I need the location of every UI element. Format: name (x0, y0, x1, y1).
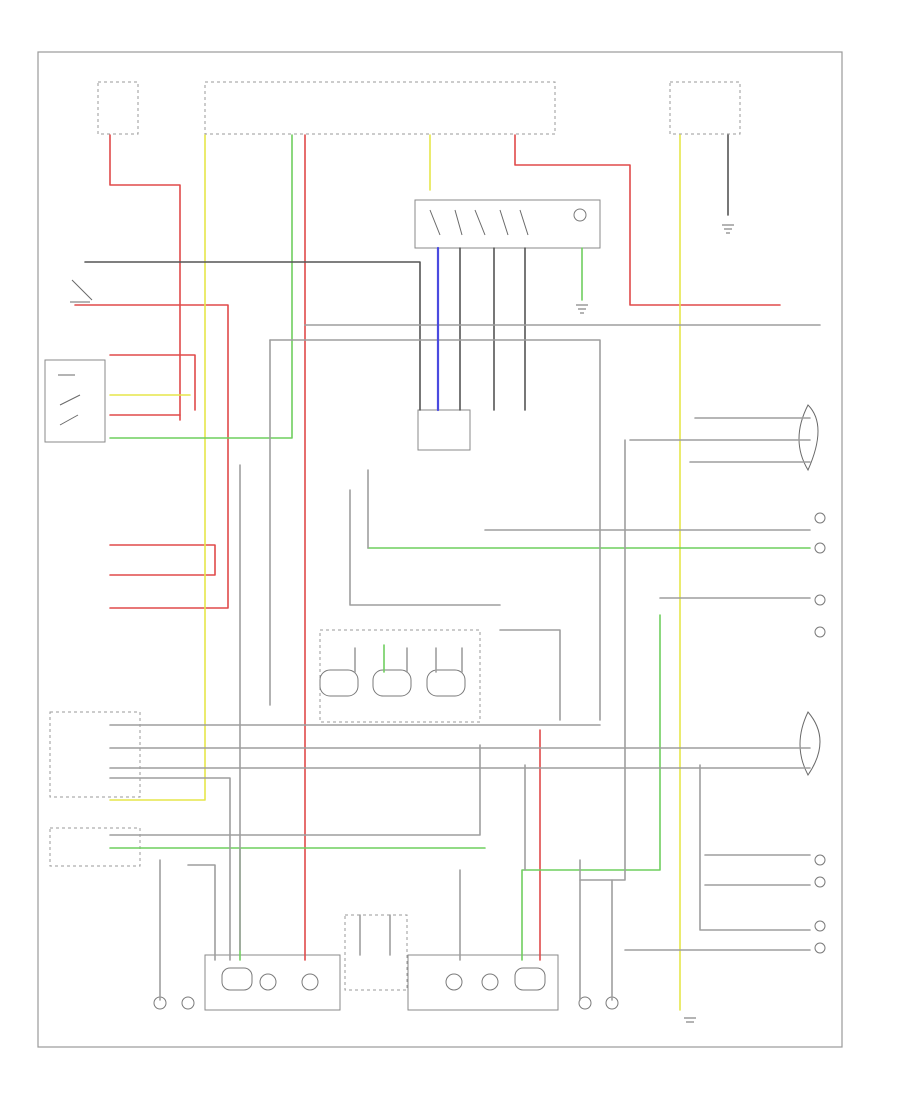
headlight-switch-contacts (58, 374, 81, 426)
turn-switch-box (49, 711, 141, 798)
side-marker-lamp-2 (372, 669, 412, 697)
hazard-switch-box (414, 199, 601, 249)
reverse-switch-icon (70, 279, 93, 303)
ground-wires (84, 134, 821, 1001)
ignition-wires (109, 134, 681, 1011)
license-lamp-box (344, 914, 408, 991)
diagram-frame (37, 51, 843, 1048)
hazard-flasher-box (49, 827, 141, 867)
relay-box-right (669, 81, 741, 135)
right-lamp-connectors (798, 404, 826, 954)
flasher-unit-box (417, 409, 471, 451)
power-wires (74, 134, 781, 961)
front-lamps (319, 629, 481, 723)
fuse-block-main (204, 81, 556, 135)
rear-lamp-assemblies (153, 914, 619, 1011)
hazard-switch-contacts (429, 208, 587, 236)
headlight-switch-box (44, 359, 106, 443)
fuse-block-left (97, 81, 139, 135)
side-marker-lamp-1 (319, 669, 359, 697)
side-marker-lamp-3 (426, 669, 466, 697)
indicator-lamp-icon (573, 208, 587, 222)
ground-symbols (576, 224, 734, 1023)
top-fuse-blocks (97, 81, 741, 135)
signal-wires (109, 134, 811, 961)
front-lamp-group-box (319, 629, 481, 723)
